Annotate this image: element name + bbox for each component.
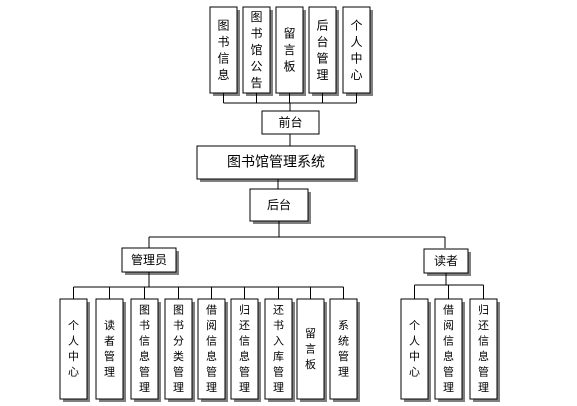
frontend-module-label: 留言板 xyxy=(283,27,295,74)
frontend-module-2: 图书馆公告 xyxy=(242,6,273,96)
reader-module-3: 归还信息管理 xyxy=(469,298,500,402)
frontend-module-label: 图书馆公告 xyxy=(250,10,262,90)
reader-node-frame xyxy=(423,248,469,274)
frontend-label: 前台 xyxy=(278,115,302,130)
admin-module-8-frame xyxy=(296,298,325,400)
reader-module-2-frame xyxy=(434,298,463,400)
reader-module-2: 借阅信息管理 xyxy=(434,298,465,402)
admin-module-label: 归还信息管理 xyxy=(239,303,250,395)
admin-module-1-frame xyxy=(59,298,88,400)
reader-module-1-frame xyxy=(400,298,429,400)
admin-module-label: 借阅信息管理 xyxy=(206,304,217,395)
admin-module-8: 留言板 xyxy=(296,298,327,402)
admin-module-label: 图书信息管理 xyxy=(139,304,150,395)
backend-node: 后台 xyxy=(249,188,311,224)
system-node: 图书馆管理系统 xyxy=(196,145,358,182)
admin-node-frame xyxy=(121,247,177,273)
admin-node-label: 管理员 xyxy=(131,252,167,267)
frontend-node: 前台 xyxy=(261,110,320,135)
frontend-module-label: 图书信息 xyxy=(217,18,229,81)
admin-module-label: 留言板 xyxy=(305,327,316,371)
admin-module-2: 读者管理 xyxy=(95,298,126,402)
admin-module-label: 系统管理 xyxy=(338,319,349,379)
frontend-module-label: 个人中心 xyxy=(350,18,362,81)
admin-module-9: 系统管理 xyxy=(329,298,360,402)
admin-module-5-frame xyxy=(197,298,226,400)
reader-node: 读者 xyxy=(423,248,471,276)
backend-label: 后台 xyxy=(267,197,291,212)
admin-module-3: 图书信息管理 xyxy=(130,298,161,402)
admin-module-7: 还书入库管理 xyxy=(264,298,295,402)
admin-module-7-frame xyxy=(264,298,293,400)
admin-module-4: 图书分类管理 xyxy=(164,298,195,402)
frontend-module-label: 后台管理 xyxy=(316,18,328,81)
admin-module-label: 图书分类管理 xyxy=(173,304,184,395)
admin-module-1: 个人中心 xyxy=(59,298,90,402)
admin-module-6-frame xyxy=(230,298,259,400)
frontend-module-1-frame xyxy=(209,6,238,94)
frontend-module-5: 个人中心 xyxy=(342,6,373,96)
admin-module-3-frame xyxy=(130,298,159,400)
admin-module-4-frame xyxy=(164,298,193,400)
frontend-module-3-frame xyxy=(275,6,304,94)
reader-module-label: 借阅信息管理 xyxy=(443,304,454,395)
reader-node-label: 读者 xyxy=(434,254,458,268)
admin-module-2-frame xyxy=(95,298,124,400)
admin-module-label: 还书入库管理 xyxy=(273,304,284,395)
system-node-frame xyxy=(196,145,356,180)
reader-module-label: 个人中心 xyxy=(409,319,420,379)
frontend-module-4: 后台管理 xyxy=(308,6,339,96)
reader-module-3-frame xyxy=(469,298,498,400)
frontend-module-2-frame xyxy=(242,6,271,94)
admin-node: 管理员 xyxy=(121,247,179,275)
reader-module-1: 个人中心 xyxy=(400,298,431,402)
frontend-module-3: 留言板 xyxy=(275,6,306,96)
backend-node-frame xyxy=(249,188,309,222)
admin-module-9-frame xyxy=(329,298,358,400)
admin-module-5: 借阅信息管理 xyxy=(197,298,228,402)
admin-module-label: 个人中心 xyxy=(68,319,79,379)
frontend-module-4-frame xyxy=(308,6,337,94)
admin-module-label: 读者管理 xyxy=(104,318,115,379)
admin-module-6: 归还信息管理 xyxy=(230,298,261,402)
frontend-module-1: 图书信息 xyxy=(209,6,240,96)
reader-module-label: 归还信息管理 xyxy=(478,303,489,395)
frontend-module-5-frame xyxy=(342,6,371,94)
system-title: 图书馆管理系统 xyxy=(227,155,325,171)
